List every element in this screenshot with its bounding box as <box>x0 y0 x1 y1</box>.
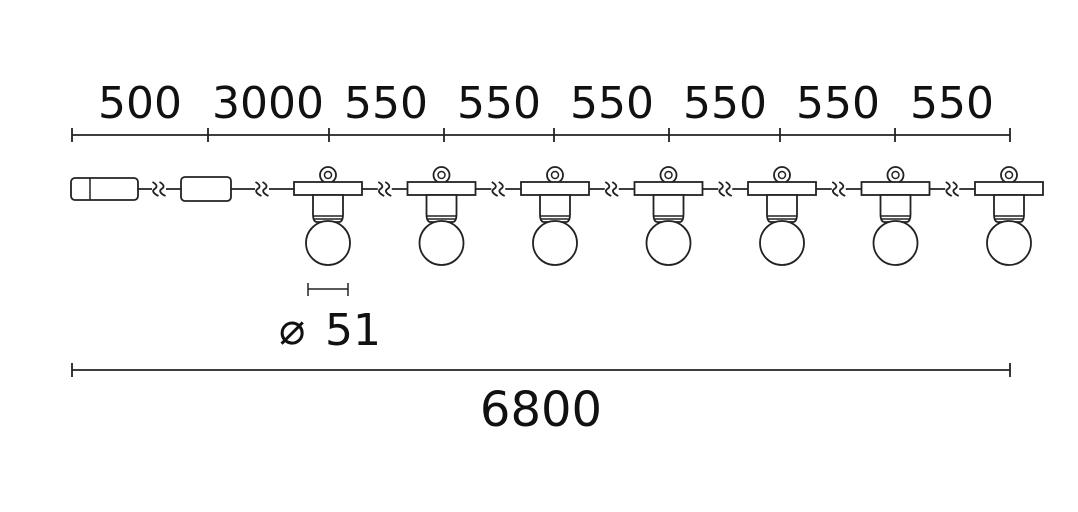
segment-label-5: 550 <box>570 78 654 129</box>
diameter-symbol: ⌀ <box>279 304 306 355</box>
bulb-icon <box>293 166 363 266</box>
bulb-icon <box>747 166 817 266</box>
segment-label-1: 500 <box>98 78 182 129</box>
segment-label-6: 550 <box>683 78 767 129</box>
bulb-icon <box>520 166 590 266</box>
diameter-dimension: ⌀ 51 <box>279 283 381 356</box>
transformer-icon <box>180 176 232 202</box>
bulb-icon <box>974 166 1044 266</box>
bulb-icon <box>860 166 931 266</box>
segment-label-7: 550 <box>796 78 880 129</box>
light-string <box>70 166 1044 266</box>
plug-icon <box>70 177 139 201</box>
cable-break-icon <box>377 181 392 197</box>
total-length-label: 6800 <box>480 382 602 438</box>
total-dimension: 6800 <box>71 363 1011 438</box>
bulb-icon <box>633 166 704 266</box>
segment-labels: 500 3000 550 550 550 550 550 550 <box>98 78 994 129</box>
cable-break-icon <box>604 181 619 197</box>
segment-label-8: 550 <box>910 78 994 129</box>
diameter-value: 51 <box>325 305 381 356</box>
segment-label-2: 3000 <box>212 78 324 129</box>
segment-dimension-line <box>71 128 1011 142</box>
cable-break-icon <box>945 181 960 197</box>
bulb-icon <box>406 166 477 266</box>
bulb-row <box>293 166 1044 266</box>
cable-break-icon <box>255 181 269 197</box>
cable-break-icon <box>491 181 506 197</box>
segment-label-3: 550 <box>344 78 428 129</box>
cable-break-icon <box>152 181 166 197</box>
cable <box>138 181 975 197</box>
segment-label-4: 550 <box>457 78 541 129</box>
cable-break-icon <box>718 181 733 197</box>
cable-break-icon <box>831 181 846 197</box>
